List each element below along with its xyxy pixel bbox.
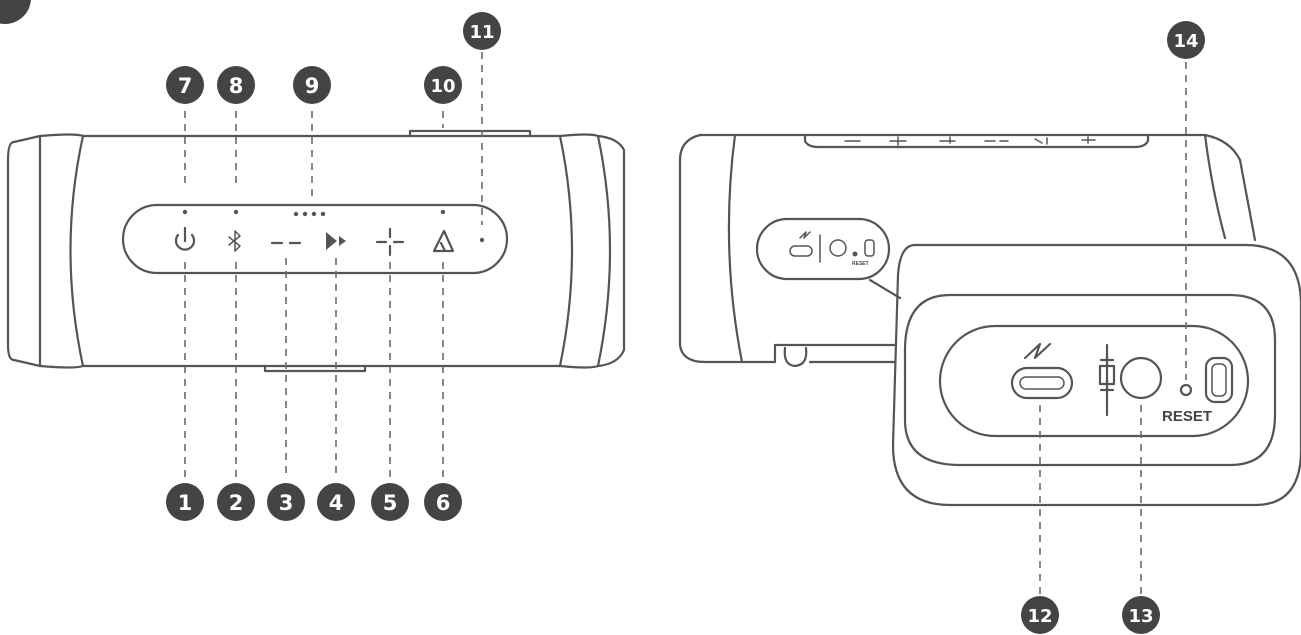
reset-button[interactable] <box>1179 383 1193 397</box>
svg-text:8: 8 <box>229 74 244 98</box>
back-right-end-curve <box>1203 133 1227 240</box>
bluetooth-indicator-led <box>233 209 239 215</box>
callout-badge-5: 5 <box>371 483 409 521</box>
callout-badge-10: 10 <box>424 66 462 104</box>
status-led <box>479 237 485 243</box>
callout-badge-13: 13 <box>1122 596 1160 634</box>
partial-badge <box>0 0 31 24</box>
svg-text:14: 14 <box>1173 31 1198 52</box>
callout-badge-7: 7 <box>166 66 204 104</box>
zoom-inner-frame <box>903 293 1277 467</box>
bluetooth-button[interactable] <box>228 230 241 252</box>
zoom-connector <box>868 278 902 300</box>
leader-lines-right <box>1039 62 1187 595</box>
svg-text:1: 1 <box>178 491 193 515</box>
svg-text:11: 11 <box>469 22 494 43</box>
svg-text:RESET: RESET <box>852 261 869 267</box>
right-end-cap-curve <box>558 133 612 369</box>
callout-badge-11: 11 <box>463 12 501 50</box>
svg-text:10: 10 <box>430 76 455 97</box>
svg-text:13: 13 <box>1128 606 1153 627</box>
callout-badge-14: 14 <box>1167 21 1205 59</box>
callout-badge-4: 4 <box>317 483 355 521</box>
power-indicator-led <box>182 209 188 215</box>
svg-text:12: 12 <box>1027 606 1052 627</box>
play-pause-button[interactable] <box>326 232 346 250</box>
volume-up-button[interactable] <box>375 227 405 257</box>
back-top-strip-icons <box>844 136 1096 146</box>
svg-text:6: 6 <box>436 491 451 515</box>
auracast-button[interactable] <box>432 229 455 253</box>
back-left-end <box>678 133 707 364</box>
left-end-cap-curve <box>38 133 85 369</box>
play-pause-icon <box>326 232 337 250</box>
svg-text:2: 2 <box>229 491 244 515</box>
svg-text:9: 9 <box>305 74 320 98</box>
port-panel-small <box>755 217 891 281</box>
callout-badge-2: 2 <box>217 483 255 521</box>
auracast-icon <box>432 229 455 253</box>
strap-loop-icon <box>773 343 808 368</box>
bottom-strap-mount <box>263 364 367 373</box>
bluetooth-icon <box>228 230 241 252</box>
audio-jack[interactable] <box>1098 343 1163 417</box>
usb-c-port-icon <box>1010 366 1074 400</box>
auracast-indicator-led <box>440 209 446 215</box>
control-panel <box>121 203 509 275</box>
callout-badge-6: 6 <box>424 483 462 521</box>
audio-jack-icon <box>1098 343 1116 417</box>
right-end-cap-outer <box>596 134 626 368</box>
callout-badge-3: 3 <box>267 483 305 521</box>
port-panel-zoom: RESET <box>891 243 1301 507</box>
svg-text:4: 4 <box>329 491 344 515</box>
zoom-frame <box>891 243 1301 507</box>
leader-lines-left <box>184 52 483 478</box>
callout-badge-12: 12 <box>1021 596 1059 634</box>
usb-c-port[interactable] <box>1010 342 1074 400</box>
volume-up-icon <box>375 227 405 257</box>
body-edges <box>81 134 562 368</box>
callout-badge-1: 1 <box>166 483 204 521</box>
speaker-back-view: RESET <box>678 133 1257 368</box>
svg-text:5: 5 <box>383 491 398 515</box>
port-panel-small-icons: RESET <box>789 231 875 267</box>
speaker-top-view <box>6 129 626 373</box>
left-end-cap-outer <box>6 140 42 368</box>
left-end-cap-edge <box>12 134 42 368</box>
back-left-end-curve <box>698 133 744 364</box>
top-strap-mount <box>408 129 532 138</box>
charge-bolt-icon <box>1023 342 1052 360</box>
reset-label: RESET <box>1162 408 1212 425</box>
strap-slot <box>1204 356 1234 404</box>
callout-badge-8: 8 <box>217 66 255 104</box>
back-top-edge <box>733 133 1257 242</box>
svg-text:7: 7 <box>178 74 193 98</box>
power-icon <box>174 233 196 251</box>
reset-pinhole-icon <box>1179 383 1193 397</box>
battery-indicator-leds <box>293 211 326 217</box>
power-button[interactable] <box>174 226 196 251</box>
callout-badge-9: 9 <box>293 66 331 104</box>
svg-text:3: 3 <box>279 491 294 515</box>
back-top-button-strip <box>803 133 1150 149</box>
zoom-port-recess <box>938 324 1250 438</box>
